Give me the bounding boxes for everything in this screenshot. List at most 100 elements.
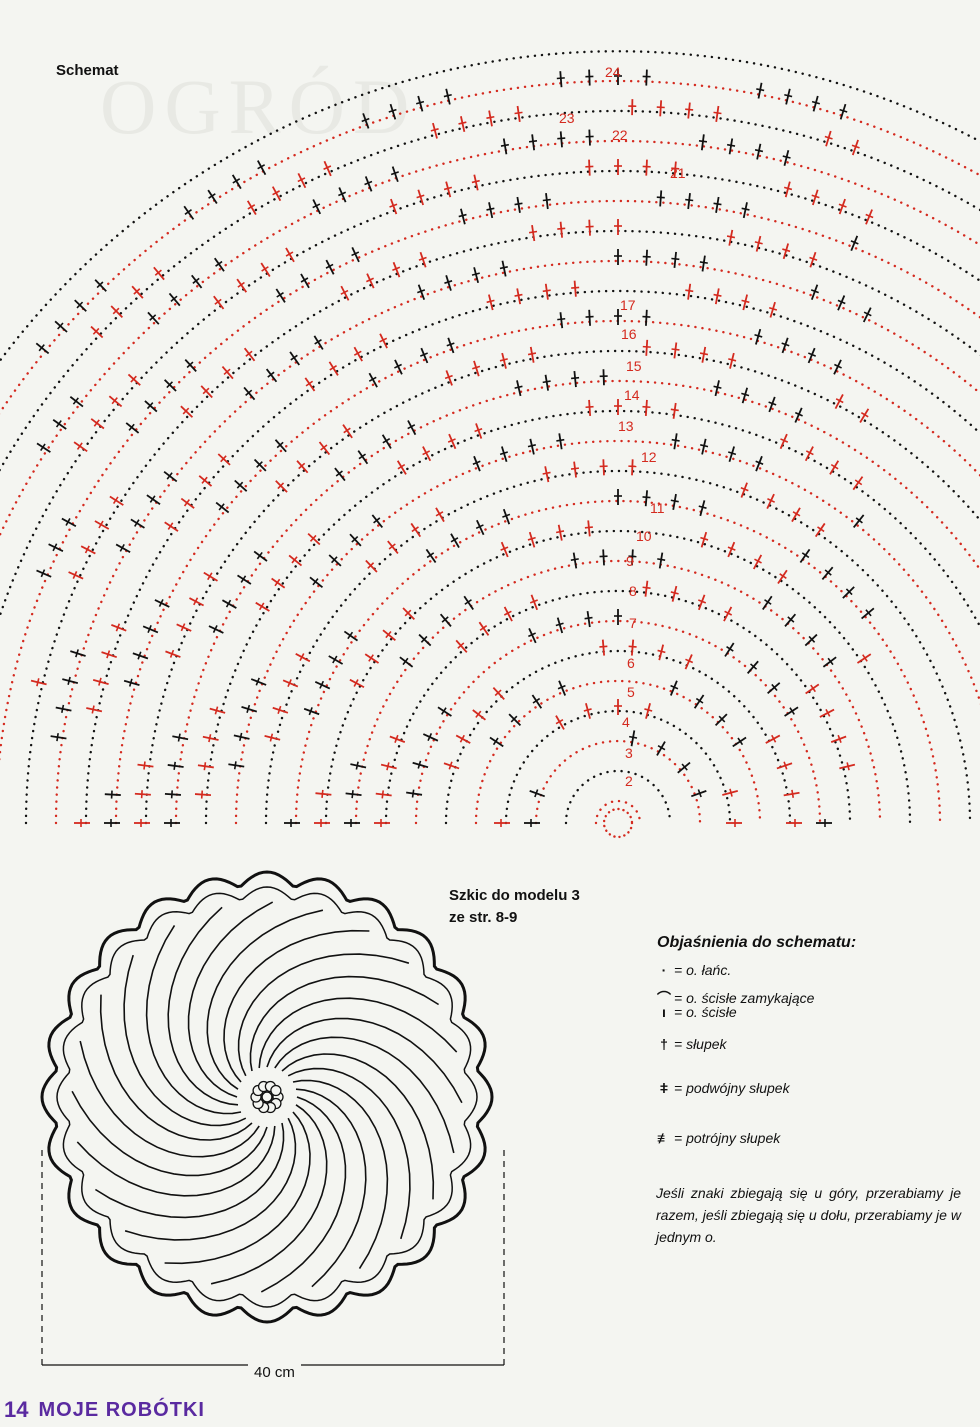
stitch-mark (799, 548, 811, 564)
stitch-bar (838, 203, 847, 208)
stitch-mark (516, 288, 522, 305)
swirl-line (94, 1122, 285, 1219)
stitch-bar (67, 676, 71, 685)
stitch-bar (685, 198, 694, 202)
stitch-bar (427, 733, 433, 741)
stitch-mark (850, 235, 859, 252)
stitch-bar (472, 460, 481, 465)
stitch-bar (208, 734, 212, 743)
swirl-line (187, 901, 274, 1098)
stitch-mark (221, 365, 234, 380)
stitch-mark (445, 88, 451, 105)
stitch-mark (508, 713, 522, 727)
stitch-bar (585, 405, 594, 409)
stitch-bar (845, 588, 853, 596)
stitch-mark (69, 396, 84, 408)
stitch-mark (437, 706, 452, 717)
stitch-mark (422, 733, 439, 742)
stitch-mark (236, 278, 248, 293)
stitch-mark (700, 134, 705, 151)
stitch-mark (762, 595, 773, 610)
stitch-bar (392, 266, 401, 271)
stitch-mark (389, 735, 406, 743)
stitch-mark (822, 656, 837, 668)
stitch-mark (630, 730, 636, 747)
stitch-bar (472, 365, 481, 370)
stitch-bar (366, 277, 374, 283)
stitch-mark (349, 533, 362, 547)
stitch-mark (70, 650, 86, 657)
stitch-bar (128, 423, 135, 431)
swirl-line (249, 975, 440, 1072)
stitch-bar (671, 348, 680, 351)
stitch-bar (394, 363, 402, 369)
legend-item-text: = o. ścisłe (674, 1004, 737, 1020)
stitch-bar (642, 405, 651, 409)
stitch-bar (557, 317, 566, 321)
page-footer: 14 MOJE ROBÓTKI (4, 1393, 205, 1427)
stitch-bar (269, 733, 274, 742)
stitch-bar (415, 100, 425, 105)
stitch-mark (52, 419, 67, 430)
stitch-mark (371, 514, 384, 529)
stitch-bar (764, 599, 772, 605)
stitch-mark (435, 507, 445, 523)
stitch-mark (558, 680, 567, 696)
stitch-bar (441, 616, 449, 623)
stitch-mark (30, 679, 47, 686)
stitch-bar (368, 654, 374, 662)
stitch-bar (811, 100, 821, 105)
stitch-bar (499, 266, 508, 270)
sketch-inner-outline (56, 886, 478, 1308)
stitch-mark (233, 734, 250, 740)
stitch-bar (825, 708, 831, 717)
stitch-mark (492, 687, 505, 701)
stitch-mark (35, 342, 50, 355)
stitch-mark (784, 613, 797, 627)
stitch-mark (309, 576, 324, 589)
stitch-mark (531, 694, 543, 709)
legend-item-chain: · = o. łańc. (654, 962, 732, 978)
stitch-bar (361, 117, 370, 123)
round-label: 17 (620, 297, 636, 313)
stitch-bar (529, 599, 538, 604)
stitch-mark (559, 131, 563, 148)
stitch-bar (72, 397, 79, 405)
stitch-mark (673, 161, 677, 178)
stitch-mark (380, 763, 397, 770)
stitch-bar (557, 137, 566, 140)
stitch-bar (850, 240, 859, 245)
stitch-mark (794, 407, 803, 423)
stitch-mark (812, 95, 819, 112)
stitch-bar (685, 108, 694, 111)
stitch-bar (756, 88, 765, 92)
stitch-bar (381, 790, 385, 799)
round-label: 22 (612, 127, 628, 143)
round-label: 6 (627, 655, 635, 671)
stitch-bar (55, 420, 62, 428)
stitch-mark (154, 599, 170, 608)
stitch-mark (588, 129, 591, 146)
stitch-bar (388, 108, 397, 113)
stitch-bar (851, 144, 860, 149)
stitch-mark (231, 174, 242, 190)
round-label: 8 (629, 583, 637, 599)
stitch-mark (478, 621, 490, 636)
stitch-mark (443, 762, 460, 770)
stitch-mark (338, 187, 347, 203)
stitch-bar (193, 597, 199, 606)
stitch-bar (824, 135, 833, 140)
stitch-bar (323, 165, 332, 170)
stitch-mark (54, 320, 68, 333)
stitch-bar (61, 704, 65, 713)
stitch-bar (670, 591, 679, 595)
stitch-mark (194, 793, 212, 797)
stitch-bar (584, 526, 593, 529)
stitch-bar (527, 536, 536, 541)
stitch-bar (808, 635, 816, 643)
stitch-bar (502, 513, 511, 518)
legend-heading: Objaśnienia do schematu: (657, 934, 857, 951)
stitch-bar (801, 552, 810, 559)
round-label: 4 (622, 714, 630, 730)
